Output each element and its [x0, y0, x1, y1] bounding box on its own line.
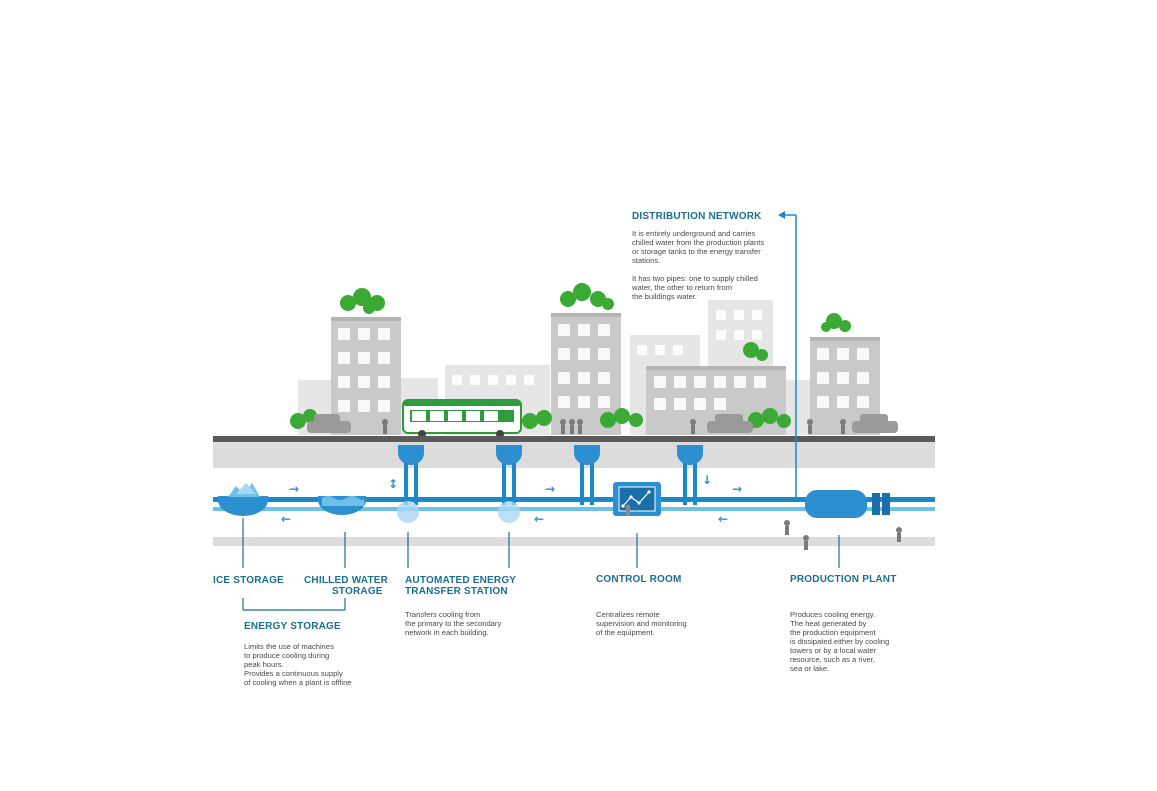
transfer-stations	[398, 445, 703, 465]
description-line: Centralizes remote	[596, 610, 660, 619]
production-plant-description: Produces cooling energy. The heat genera…	[790, 610, 889, 673]
flow-arrow-right-icon: →	[732, 482, 743, 496]
description-line: resource, such as a river,	[790, 655, 875, 664]
rooftop-trees	[340, 283, 851, 361]
energy-storage-description: Limits the use of machines to produce co…	[244, 642, 352, 687]
ice-storage-title: ICE STORAGE	[213, 575, 284, 586]
description-line: stations.	[632, 256, 661, 265]
transfer-risers	[404, 455, 697, 505]
description-line: It has two pipes: one to supply chilled	[632, 274, 758, 283]
chilled-water-storage-title: CHILLED WATER STORAGE	[304, 575, 388, 597]
description-line: of the equipment.	[596, 628, 655, 637]
building-windows	[338, 310, 869, 412]
description-line: towers or by a local water	[790, 646, 877, 655]
junction-bubbles	[397, 501, 520, 523]
description-line: network in each building.	[405, 628, 489, 637]
description-line: Produces cooling energy.	[790, 610, 876, 619]
distribution-network-description: It is entirely underground and carries c…	[632, 229, 764, 301]
flow-arrow-down-icon: ↓	[702, 473, 713, 487]
description-line: peak hours.	[244, 660, 284, 669]
description-line: It is entirely underground and carries	[632, 229, 756, 238]
flow-arrow-left-icon: ←	[718, 512, 729, 526]
ice-storage-tank	[218, 483, 268, 516]
callout-lines	[242, 518, 840, 611]
cars	[307, 414, 898, 433]
lower-ground-band	[213, 537, 935, 546]
distribution-pipes	[213, 497, 935, 511]
description-line: to produce cooling during	[244, 651, 330, 660]
bus	[402, 399, 522, 438]
description-line: of cooling when a plant is offline	[244, 678, 352, 687]
flow-arrow-right-icon: →	[545, 482, 556, 496]
flow-arrow-updown-icon: ↕	[388, 477, 399, 491]
description-line: chilled water from the production plants	[632, 238, 765, 247]
production-plant	[805, 490, 890, 518]
pedestrians	[382, 419, 846, 434]
control-room-description: Centralizes remote supervision and monit…	[596, 610, 687, 637]
production-plant-title: PRODUCTION PLANT	[790, 574, 897, 585]
description-line: the production equipment	[790, 628, 876, 637]
chilled-water-tank	[318, 496, 366, 515]
description-line: supervision and monitoring	[596, 619, 687, 628]
distribution-network-line	[778, 211, 797, 500]
control-room-title: CONTROL ROOM	[596, 574, 682, 585]
description-line: water, the other to return from	[632, 283, 733, 292]
description-line: Transfers cooling from	[405, 610, 481, 619]
transfer-station-title: AUTOMATED ENERGY TRANSFER STATION	[405, 575, 516, 597]
description-line: sea or lake.	[790, 664, 830, 673]
transfer-station-description: Transfers cooling from the primary to th…	[405, 610, 501, 637]
description-line: the primary to the secondary	[405, 619, 502, 628]
road	[213, 436, 935, 442]
description-line: Limits the use of machines	[244, 642, 334, 651]
description-line: is dissipated either by cooling	[790, 637, 890, 646]
title-line: CHILLED WATER	[304, 575, 389, 586]
title-line: STORAGE	[332, 586, 383, 597]
description-line: or storage tanks to the energy transfer	[632, 247, 761, 256]
flow-arrow-right-icon: →	[289, 482, 300, 496]
description-line	[632, 265, 764, 274]
flow-arrow-left-icon: ←	[534, 512, 545, 526]
title-line: AUTOMATED ENERGY	[405, 575, 517, 586]
description-line: Provides a continuous supply	[244, 669, 343, 678]
plant-workers	[784, 520, 902, 550]
control-room-box	[613, 482, 661, 516]
description-line: The heat generated by	[790, 619, 867, 628]
title-line: TRANSFER STATION	[405, 586, 508, 597]
distribution-network-title: DISTRIBUTION NETWORK	[632, 211, 762, 222]
description-line: the buildings water.	[632, 292, 698, 301]
energy-storage-title: ENERGY STORAGE	[244, 621, 341, 632]
flow-arrow-left-icon: ←	[281, 512, 292, 526]
